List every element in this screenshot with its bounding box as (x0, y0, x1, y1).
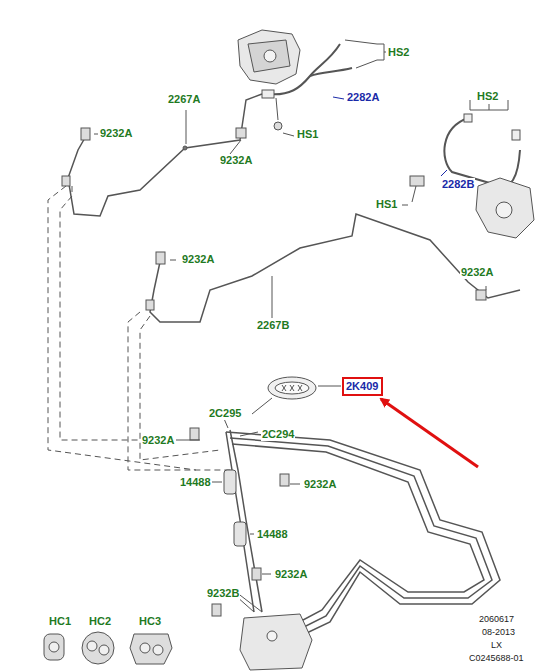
callout-number: C0245688-01 (468, 653, 525, 664)
callout-number: 9232A (303, 478, 337, 491)
callout-number: 9232A (460, 266, 494, 279)
callout-number: HS1 (296, 128, 319, 141)
callout-number: 2060617 (478, 614, 515, 625)
callout-number: 14488 (179, 476, 212, 489)
callout-number: 2282A (346, 91, 380, 104)
callout-number: 2267B (256, 319, 290, 332)
callout-number: 9232B (206, 587, 240, 600)
callout-number: 9232A (219, 154, 253, 167)
callout-number: 2282B (441, 178, 475, 191)
callout-number: HS2 (476, 90, 499, 103)
callout-number: 14488 (256, 528, 289, 541)
callout-number: HC2 (88, 615, 112, 628)
part-number: 2K409 (346, 380, 379, 393)
callout-number: 08-2013 (481, 627, 516, 638)
callout-number: 2C295 (208, 407, 242, 420)
callout-number: HS1 (375, 198, 398, 211)
highlight-box: 2K409 (342, 377, 383, 396)
callout-number: 9232A (141, 434, 175, 447)
callout-number: 2C294 (261, 428, 295, 441)
callout-number: 9232A (99, 127, 133, 140)
callout-number: HC1 (48, 615, 72, 628)
callout-number: 9232A (274, 568, 308, 581)
callout-number: 2267A (167, 93, 201, 106)
callout-number: HS2 (387, 46, 410, 59)
callout-number: HC3 (138, 615, 162, 628)
callout-number: 9232A (181, 253, 215, 266)
callout-number: LX (490, 640, 503, 651)
